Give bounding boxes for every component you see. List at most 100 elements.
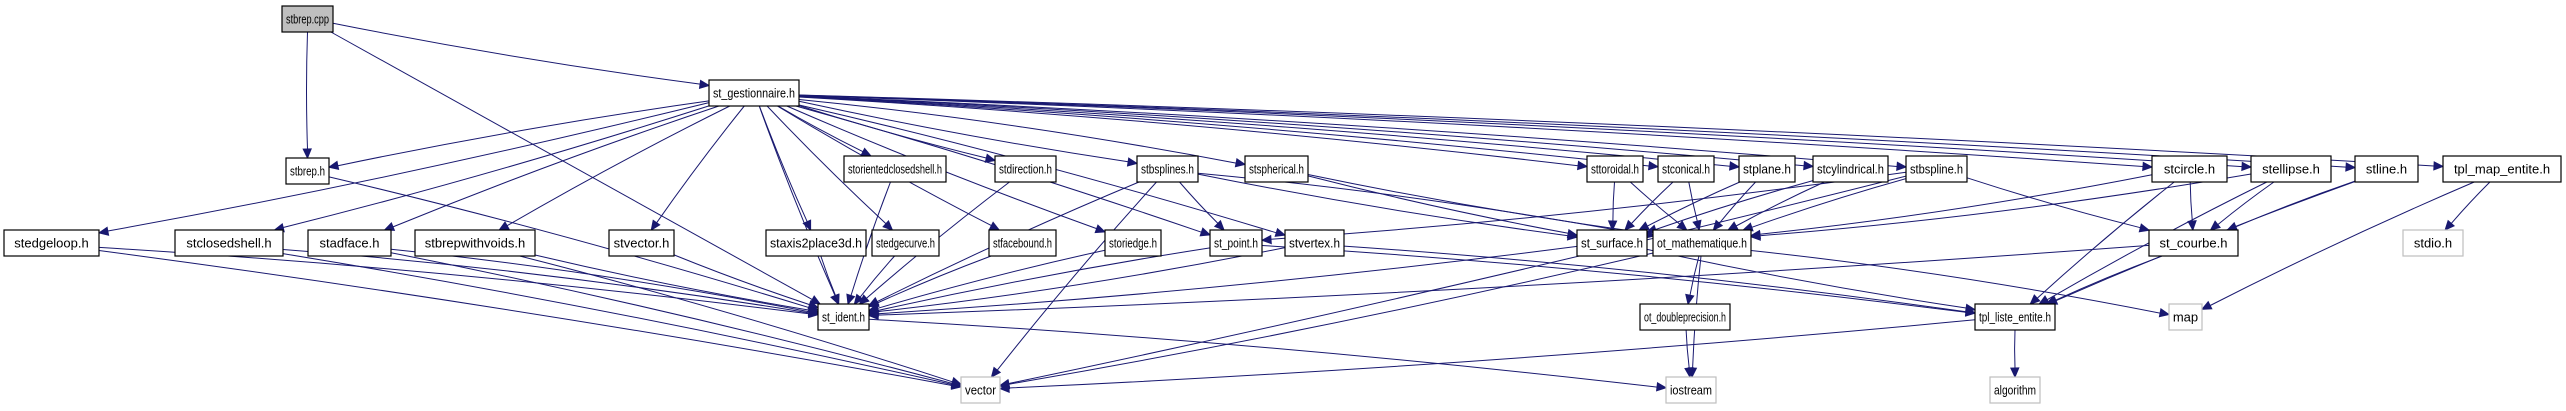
node-ot-doubleprecision-h[interactable]: ot_doubleprecision.h (1639, 303, 1731, 331)
node-stbrepwithvoids-h[interactable]: stbrepwithvoids.h (414, 229, 536, 257)
edge-line (1688, 181, 1698, 222)
edge-stbsplines_h-to-st_point_h (1179, 181, 1225, 231)
node-stclosedshell-h[interactable]: stclosedshell.h (174, 229, 284, 257)
node-label: vector (965, 383, 997, 398)
edge-line (98, 250, 953, 386)
edge-line (798, 94, 2347, 168)
edge-st_gestionnaire_h-to-stvector_h (650, 105, 745, 232)
arrowhead-icon (853, 293, 865, 305)
node-label: stbspline.h (1910, 162, 1963, 177)
node-vector: vector (960, 376, 1001, 404)
node-box (1974, 303, 2056, 331)
node-stbrep-h[interactable]: stbrep.h (285, 157, 330, 185)
arrowhead-icon (302, 148, 312, 160)
node-tpl-map-entite-h[interactable]: tpl_map_entite.h (2442, 155, 2562, 183)
edge-line (1751, 178, 1907, 228)
node-box (414, 229, 536, 257)
edge-st_surface_h-to-tpl_liste_entite_h (1646, 248, 1977, 313)
node-label: stfacebound.h (993, 236, 1052, 251)
edge-stellipse_h-to-ot_mathematique_h (1749, 173, 2252, 241)
node-storientedclosedshell-h[interactable]: storientedclosedshell.h (843, 155, 947, 183)
node-label: stcircle.h (2164, 162, 2215, 177)
edge-line (392, 105, 720, 228)
node-st-ident-h[interactable]: st_ident.h (817, 303, 870, 331)
arrowhead-icon (2200, 300, 2213, 310)
node-stedgeloop-h[interactable]: stedgeloop.h (3, 229, 100, 257)
edge-ot_mathematique_h-to-vector (998, 252, 1654, 390)
arrowhead-icon (698, 79, 711, 89)
edge-line (859, 255, 895, 298)
arrowhead-icon (882, 219, 894, 231)
node-label: storiedge.h (1109, 236, 1157, 251)
node-label: map (2173, 310, 2198, 325)
node-st-surface-h[interactable]: st_surface.h (1576, 229, 1648, 257)
node-stbrep-cpp[interactable]: stbrep.cpp (281, 5, 334, 33)
edge-st_gestionnaire_h-to-stellipse_h (798, 94, 2253, 172)
node-st-gestionnaire-h[interactable]: st_gestionnaire.h (708, 79, 800, 107)
node-stspherical-h[interactable]: stspherical.h (1244, 155, 1309, 183)
edge-line (1759, 174, 2153, 235)
arrowhead-icon (998, 383, 1010, 393)
edge-stclosedshell_h-to-st_ident_h (282, 249, 820, 318)
node-ot-mathematique-h[interactable]: ot_mathematique.h (1652, 229, 1752, 257)
edge-st_gestionnaire_h-to-stcylindrical_h (798, 95, 1815, 171)
node-stplane-h[interactable]: stplane.h (1738, 155, 1796, 183)
node-box (2250, 155, 2332, 183)
edge-line (798, 94, 2144, 167)
node-stbspline-h[interactable]: stbspline.h (1905, 155, 1968, 183)
arrowhead-icon (1896, 161, 1908, 172)
node-box (2354, 155, 2419, 183)
edge-stbspline_h-to-ot_mathematique_h (1742, 178, 1907, 232)
node-box (2402, 229, 2464, 257)
node-stvertex-h[interactable]: stvertex.h (1284, 229, 1345, 257)
edge-line (1685, 329, 1690, 369)
arrowhead-icon (860, 147, 873, 157)
arrowhead-icon (990, 366, 1002, 378)
node-stline-h[interactable]: stline.h (2354, 155, 2419, 183)
node-stconical-h[interactable]: stconical.h (1657, 155, 1715, 183)
node-storiedge-h[interactable]: storiedge.h (1104, 229, 1162, 257)
edge-line (1197, 173, 1569, 237)
edge-line (877, 244, 2150, 316)
node-stcylindrical-h[interactable]: stcylindrical.h (1812, 155, 1889, 183)
node-stedgecurve-h[interactable]: stedgecurve.h (871, 229, 940, 257)
node-st-point-h[interactable]: st_point.h (1209, 229, 1263, 257)
node-label: staxis2place3d.h (770, 236, 862, 251)
edge-st_gestionnaire_h-to-stconical_h (798, 96, 1660, 171)
edge-stbspline_h-to-st_courbe_h (1966, 177, 2151, 233)
node-algorithm: algorithm (1989, 376, 2041, 404)
node-label: stbrep.cpp (286, 12, 329, 27)
arrowhead-icon (1749, 231, 1761, 241)
edge-line (506, 105, 731, 227)
node-stbsplines-h[interactable]: stbsplines.h (1136, 155, 1199, 183)
node-label: ot_mathematique.h (1657, 236, 1747, 251)
node-stdirection-h[interactable]: stdirection.h (994, 155, 1057, 183)
arrowhead-icon (1094, 224, 1107, 234)
arrowhead-icon (383, 221, 396, 231)
node-staxis2place3d-h[interactable]: staxis2place3d.h (765, 229, 867, 257)
edge-stbrep_cpp-to-st_ident_h (330, 31, 822, 305)
edge-line (996, 181, 1157, 371)
edge-line (758, 105, 836, 296)
arrowhead-icon (2345, 162, 2357, 172)
edge-line (1629, 181, 1681, 225)
node-stfacebound-h[interactable]: stfacebound.h (988, 229, 1057, 257)
node-st-courbe-h[interactable]: st_courbe.h (2148, 229, 2239, 257)
node-label: iostream (1670, 383, 1712, 398)
arrowhead-icon (1577, 160, 1589, 171)
edge-line (673, 254, 810, 306)
node-stvector-h[interactable]: stvector.h (608, 229, 675, 257)
arrowhead-icon (1676, 220, 1688, 231)
edge-line (1261, 245, 1967, 313)
node-label: stedgecurve.h (876, 236, 935, 251)
node-label: stvector.h (614, 236, 670, 251)
node-stcircle-h[interactable]: stcircle.h (2151, 155, 2228, 183)
node-stadface-h[interactable]: stadface.h (307, 229, 392, 257)
node-box (2442, 155, 2562, 183)
node-tpl-liste-entite-h[interactable]: tpl_liste_entite.h (1974, 303, 2056, 331)
node-box (1905, 155, 1968, 183)
edge-line (877, 247, 1211, 311)
node-sttoroidal-h[interactable]: sttoroidal.h (1586, 155, 1644, 183)
node-stellipse-h[interactable]: stellipse.h (2250, 155, 2332, 183)
